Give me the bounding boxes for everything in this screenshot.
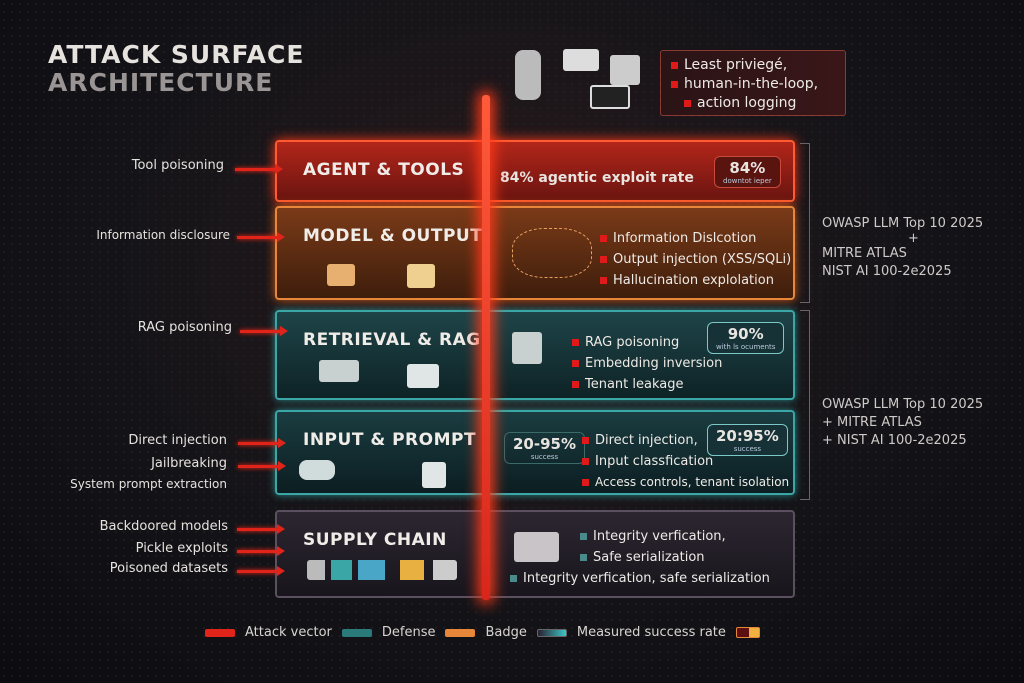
defense-item: Integrity verfication, safe serializatio…	[510, 568, 770, 589]
defense-item: Integrity verfication,	[580, 526, 726, 547]
attack-label: Information disclosure	[96, 228, 230, 242]
standard-line: + NIST AI 100-2e2025	[822, 433, 967, 448]
standards-group-2: OWASP LLM Top 10 2025 + MITRE ATLAS + NI…	[822, 396, 983, 450]
attack-vector-swatch-icon	[205, 628, 235, 637]
document-icon	[407, 264, 435, 288]
badge: 84% downtot ieper	[714, 156, 781, 188]
attack-label: Direct injection	[128, 433, 227, 448]
supply-chain-icons	[307, 560, 457, 580]
threat-item: Input classfication	[582, 451, 789, 472]
attack-label: Jailbreaking	[151, 456, 227, 471]
documents-icon	[407, 364, 439, 388]
bracket	[800, 143, 810, 303]
layer-input-prompt[interactable]: INPUT & PROMPT 20-95% success Direct inj…	[275, 410, 795, 495]
terminal-icon	[590, 85, 630, 109]
badge-value: 20:95%	[716, 427, 779, 445]
badge-value: 90%	[727, 325, 764, 343]
standard-line: OWASP LLM Top 10 2025	[822, 397, 984, 412]
threat-item: RAG poisoning	[572, 332, 722, 353]
attack-arrow-icon	[235, 164, 283, 174]
title-line1: ATTACK SURFACE	[48, 40, 305, 69]
badge-value: 84%	[729, 159, 766, 177]
threat-item: Output injection (XSS/SQLi)	[600, 249, 791, 270]
attack-label: Pickle exploits	[135, 541, 228, 556]
server-check-icon	[514, 532, 559, 562]
agent-tools-icons	[515, 45, 640, 110]
threat-item: Information Dislcotion	[600, 228, 791, 249]
bracket	[800, 310, 810, 500]
standards-group-1: OWASP LLM Top 10 2025 + MITRE ATLAS NIST…	[822, 215, 983, 281]
title-line2: ARCHITECTURE	[48, 68, 274, 97]
standard-line: OWASP LLM Top 10 2025	[822, 216, 984, 231]
attack-arrow-icon	[238, 438, 286, 448]
layer-title: AGENT & TOOLS	[303, 160, 465, 180]
badge: 20:95% success	[707, 424, 788, 456]
attack-label: System prompt extraction	[70, 477, 227, 491]
layer-title: INPUT & PROMPT	[303, 430, 477, 450]
attack-arrow-icon	[237, 524, 285, 534]
server-lock-icon	[610, 55, 640, 85]
layer-title: MODEL & OUTPUT	[303, 226, 483, 246]
robot-arm-icon	[515, 50, 541, 100]
legend-label: Measured success rate	[576, 625, 726, 640]
attack-label: Tool poisoning	[131, 158, 224, 173]
layer-model-output[interactable]: MODEL & OUTPUT Information Dislcotion Ou…	[275, 206, 795, 300]
defense-swatch-icon	[341, 628, 372, 637]
attack-arrow-icon	[237, 546, 285, 556]
attack-arrow-icon	[237, 232, 285, 242]
layer-title: RETRIEVAL & RAG	[303, 330, 481, 350]
threat-item: Access controls, tenant isolation	[582, 472, 789, 493]
neural-network-icon	[512, 228, 592, 278]
legend: Attack vector Defense Badge Measured suc…	[205, 625, 760, 640]
central-spine	[482, 95, 490, 600]
standard-line: MITRE ATLAS	[822, 246, 907, 261]
stat-caption: success	[530, 453, 559, 461]
badge: 90% with ls ocuments	[707, 322, 785, 354]
toggle-swatch-icon	[735, 627, 760, 638]
database-lock-icon	[512, 332, 542, 364]
threat-item: Tenant leakage	[572, 374, 722, 395]
envelope-icon	[563, 49, 599, 71]
defense-item: human-in-the-loop,	[671, 75, 845, 94]
threat-item: Hallucination explolation	[600, 270, 791, 291]
layer-agent-tools[interactable]: AGENT & TOOLS 84% agentic exploit rate 8…	[275, 140, 795, 202]
badge-swatch-icon	[445, 628, 476, 637]
layer-supply-chain[interactable]: SUPPLY CHAIN Integrity verfication, Safe…	[275, 510, 795, 598]
standard-line: NIST AI 100-2e2025	[822, 264, 952, 279]
threat-item: Embedding inversion	[572, 353, 722, 374]
top-defense-box: Least priviegé, human-in-the-loop, actio…	[660, 50, 846, 116]
attack-arrow-icon	[240, 326, 288, 336]
attack-arrow-icon	[237, 566, 285, 576]
exploit-rate-stat: 84% agentic exploit rate	[500, 170, 694, 186]
badge-caption: with ls ocuments	[716, 343, 776, 351]
stat-badge: 20-95% success	[504, 432, 586, 464]
legend-label: Badge	[485, 625, 527, 640]
legend-label: Attack vector	[245, 625, 332, 640]
legend-label: Defense	[381, 625, 436, 640]
badge-caption: downtot ieper	[723, 177, 772, 185]
attack-label: Backdoored models	[99, 519, 228, 534]
database-lock-icon	[319, 360, 359, 382]
standard-line: +	[908, 231, 919, 246]
standard-line: + MITRE ATLAS	[822, 415, 922, 430]
attack-arrow-icon	[238, 461, 286, 471]
threat-item: Direct injection,	[582, 430, 789, 451]
defense-item: Least priviegé,	[671, 56, 845, 75]
layer-title: SUPPLY CHAIN	[303, 530, 447, 550]
attack-label: Poisoned datasets	[109, 561, 228, 576]
defense-item: action logging	[671, 94, 845, 113]
stat-value: 20-95%	[513, 435, 577, 453]
success-rate-swatch-icon	[536, 628, 567, 637]
attack-label: RAG poisoning	[137, 320, 232, 335]
badge-caption: success	[733, 445, 762, 453]
chat-bubble-icon	[299, 460, 335, 480]
layer-retrieval-rag[interactable]: RETRIEVAL & RAG RAG poisoning Embedding …	[275, 310, 795, 400]
document-icon	[422, 462, 446, 488]
defense-item: Safe serialization	[580, 547, 726, 568]
database-icon	[327, 264, 355, 286]
